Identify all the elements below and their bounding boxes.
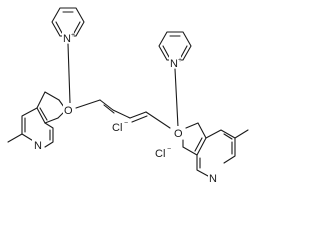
ring-n-left-label: N [34,140,42,152]
pyridinium-n-left-label: N [63,33,71,45]
pyridinium-n-right-charge: + [178,57,182,64]
n-o-bond-right [174,68,179,128]
chloride-ion-2-label: Cl [155,148,165,160]
pyridinium-ring-left [51,7,85,37]
pyridinium-n-right-label: N [170,58,178,70]
chemical-structure-diagram: N + O N N + [7,7,249,185]
chloride-ion-1-charge: − [124,120,128,127]
pyridinium-n-left-charge: + [71,32,75,39]
oxygen-right-label: O [174,128,183,140]
chloride-ion-2-charge: − [167,146,171,153]
chloride-ion-1-label: Cl [112,122,122,134]
n-o-bond-left [67,43,71,104]
polymethine-chain [99,99,171,129]
oxygen-left-label: O [64,105,73,117]
methyl-bond-left [7,133,23,143]
chain-bond-1 [75,99,101,109]
bicyclic-ring-right [182,122,249,177]
bicyclic-ring-left [7,91,101,148]
pyridinium-ring-right [158,31,192,61]
ring-n-right-label: N [209,173,217,185]
methyl-bond-right [234,129,249,139]
